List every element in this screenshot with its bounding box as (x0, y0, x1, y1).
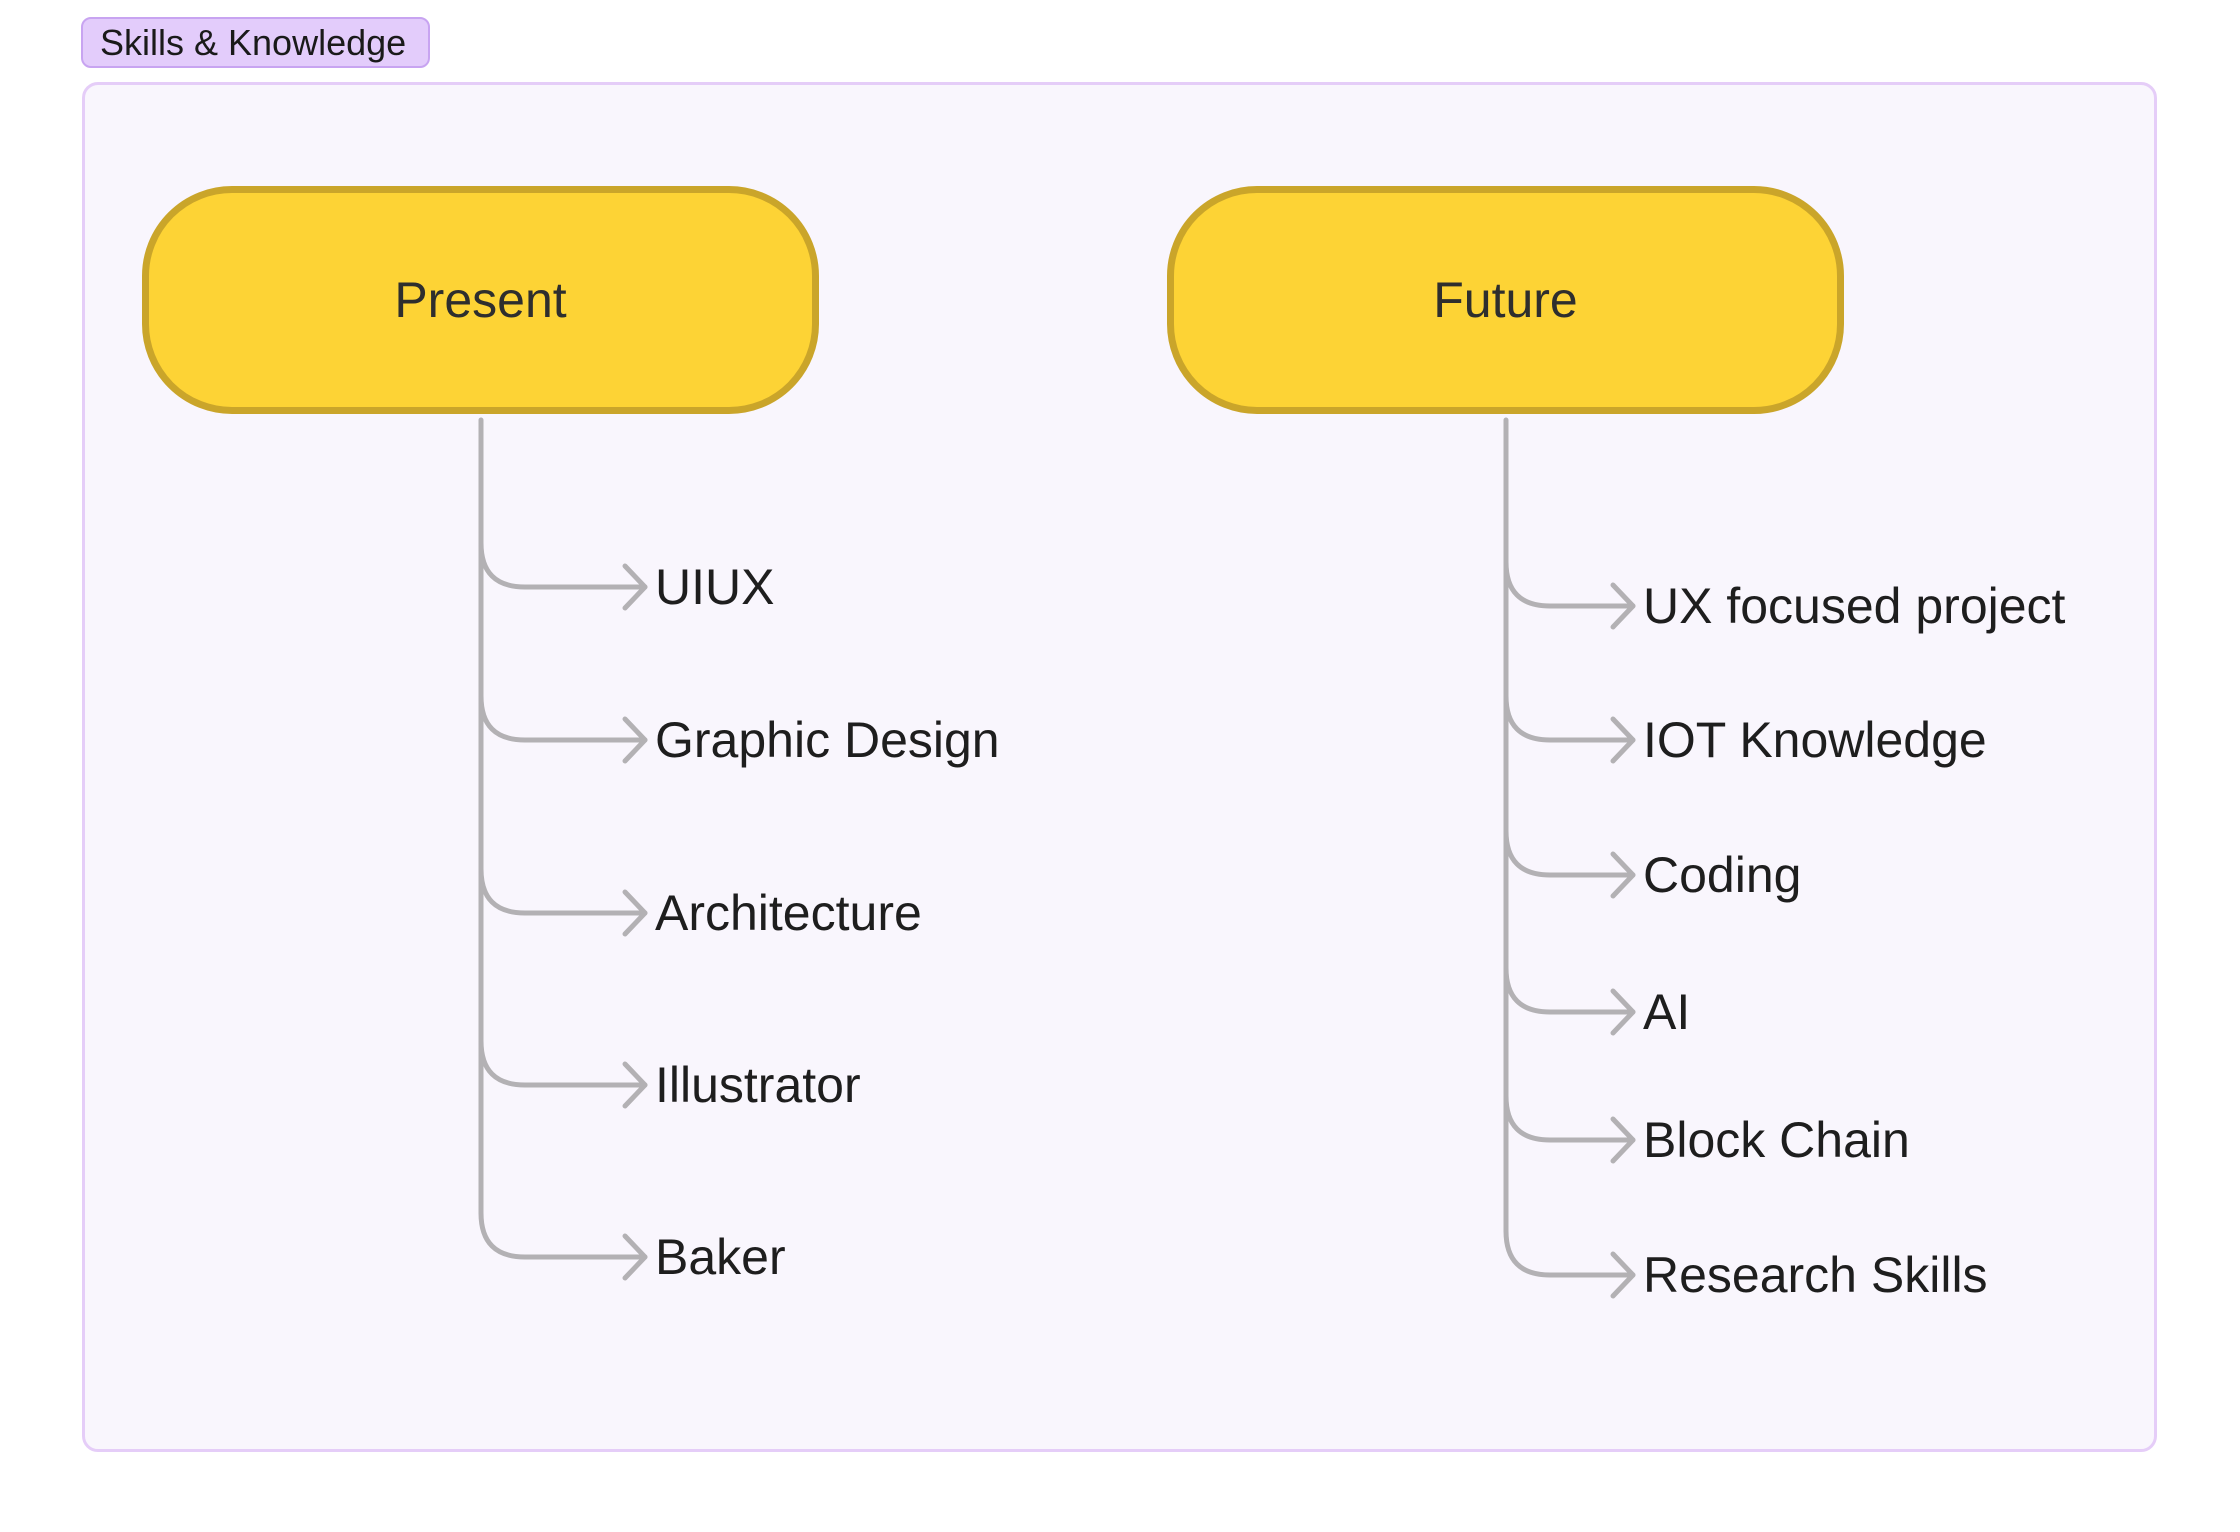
future-item[interactable]: IOT Knowledge (1643, 712, 1987, 768)
future-branch-connector (1503, 549, 1636, 609)
present-branch-connector (478, 530, 648, 590)
future-branch-connector (1503, 683, 1636, 743)
present-item[interactable]: Architecture (655, 885, 922, 941)
future-arrowhead-icon (1610, 851, 1636, 899)
present-arrowhead-icon (622, 1061, 648, 1109)
present-arrowhead-icon (622, 563, 648, 611)
section-title: Skills & Knowledge (100, 21, 407, 63)
present-node-label: Present (394, 272, 567, 328)
future-arrowhead-icon (1610, 1251, 1636, 1299)
future-arrowhead-icon (1610, 716, 1636, 764)
future-arrowhead-icon (1610, 988, 1636, 1036)
future-node[interactable]: Future (1167, 186, 1844, 414)
present-item[interactable]: Graphic Design (655, 712, 1000, 768)
future-branch-connector (1503, 818, 1636, 878)
future-item[interactable]: UX focused project (1643, 578, 2066, 634)
present-item[interactable]: Baker (655, 1229, 786, 1285)
present-arrowhead-icon (622, 889, 648, 937)
future-item[interactable]: Research Skills (1643, 1247, 1988, 1303)
future-item[interactable]: Coding (1643, 847, 1802, 903)
present-node[interactable]: Present (142, 186, 819, 414)
future-item[interactable]: Block Chain (1643, 1112, 1910, 1168)
present-branch-connector (478, 683, 648, 743)
present-branch-connector (478, 856, 648, 916)
future-arrowhead-icon (1610, 582, 1636, 630)
present-branch-connector (478, 1200, 648, 1260)
future-branch-connector (1503, 955, 1636, 1015)
future-arrowhead-icon (1610, 1116, 1636, 1164)
present-item[interactable]: UIUX (655, 559, 775, 615)
present-branch-connector (478, 1028, 648, 1088)
future-branch-connector (1503, 1083, 1636, 1143)
future-item[interactable]: AI (1643, 984, 1691, 1040)
section-title-tag[interactable]: Skills & Knowledge (81, 17, 431, 68)
future-node-label: Future (1433, 272, 1578, 328)
future-branch-connector (1503, 1218, 1636, 1278)
present-arrowhead-icon (622, 1233, 648, 1281)
present-item[interactable]: Illustrator (655, 1057, 861, 1113)
present-arrowhead-icon (622, 716, 648, 764)
